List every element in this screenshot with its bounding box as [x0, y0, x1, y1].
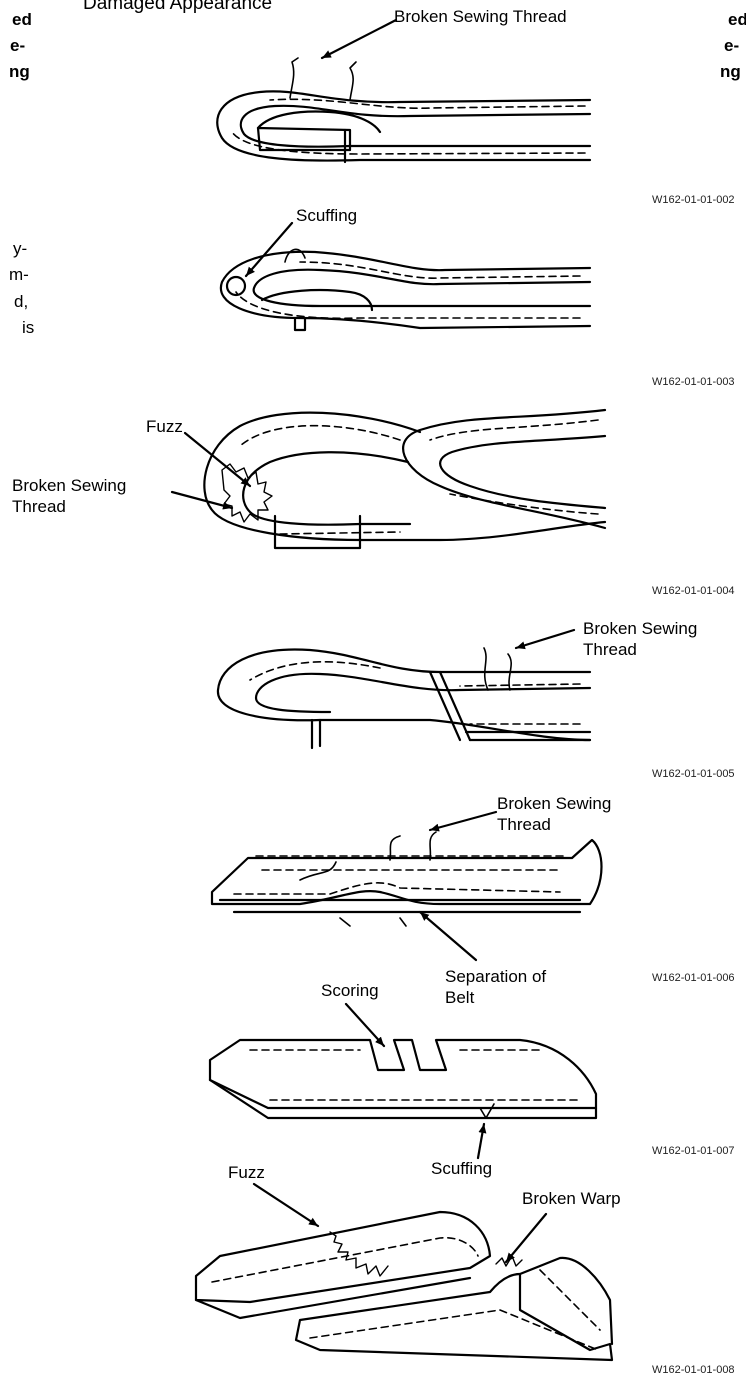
figure-005-sling-eye [218, 630, 590, 748]
figure-008-belt-pieces [196, 1184, 612, 1360]
figure-003-sling-eye [221, 223, 590, 330]
figure-004-sling-eye [172, 410, 605, 548]
figure-002-sling-eye [217, 20, 590, 162]
figure-006-belt [212, 812, 602, 960]
figure-007-belt [210, 1004, 596, 1158]
